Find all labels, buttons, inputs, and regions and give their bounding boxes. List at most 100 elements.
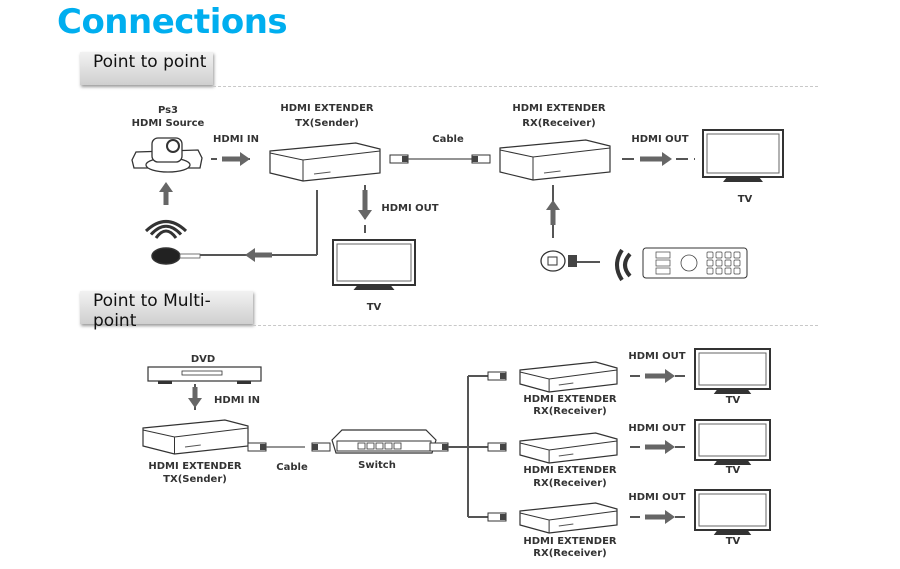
label-tv-tx: TV [367, 302, 382, 313]
tx-multi-plug [247, 442, 267, 452]
network-switch-icon [331, 429, 437, 454]
label-cable-multi: Cable [276, 462, 308, 473]
ir-blaster-head [151, 247, 181, 265]
plug-tip [472, 156, 478, 162]
tx-extender [269, 142, 381, 182]
extender-body [519, 361, 618, 393]
label-switch: Switch [358, 460, 396, 471]
remote-button [706, 259, 714, 267]
ir-receiver-plug [568, 255, 577, 267]
extender-edge [142, 427, 249, 454]
plug-tip [402, 156, 408, 162]
receiver-1-plug [487, 371, 507, 381]
remote-button [706, 251, 714, 259]
label-source: HDMI Source [132, 118, 205, 129]
label-rx1-hdmi-out: HDMI OUT [628, 351, 685, 362]
rx-extender-1 [519, 361, 618, 393]
remote-button [733, 251, 741, 259]
tx-extender-multi [142, 419, 249, 455]
dvd-foot [158, 381, 172, 384]
plug-tip [500, 514, 506, 520]
remote-button [715, 251, 723, 259]
section-divider [253, 325, 818, 326]
label-rx1-title: HDMI EXTENDER [523, 394, 617, 405]
arrow-head [665, 440, 675, 454]
remote-signal-icon [615, 248, 632, 282]
arrow-head [240, 152, 250, 166]
label-hdmi-out-tx: HDMI OUT [381, 203, 438, 214]
tv-receiver-1 [694, 348, 771, 394]
tv-stand [353, 285, 395, 290]
hdmi-in-arrow [222, 152, 250, 166]
tab-point-to-multipoint: Point to Multi-point [80, 291, 253, 331]
label-rx2-tv: TV [726, 465, 741, 476]
extender-logo [184, 444, 201, 448]
remote-button [715, 267, 723, 275]
rx-cable-plug [471, 154, 491, 164]
page-title: Connections [57, 2, 288, 42]
label-cable: Cable [432, 134, 464, 145]
arrow-head [159, 182, 173, 192]
tv-rx [702, 129, 784, 182]
switch-port [357, 442, 366, 450]
tx-cable-plug [389, 154, 409, 164]
label-tx-sub: TX(Sender) [295, 118, 359, 129]
label-rx3-sub: RX(Receiver) [533, 548, 606, 559]
switch-port [375, 442, 384, 450]
remote-button [733, 267, 741, 275]
dvd-player-icon [147, 366, 262, 384]
receiver-2-plug [487, 442, 507, 452]
dvd-tray [181, 370, 223, 376]
plug-tip [500, 373, 506, 379]
remote-dpad [680, 254, 698, 272]
plug-tip [260, 444, 266, 450]
signal-arc [144, 220, 188, 233]
camera-lens [166, 139, 180, 153]
label-tx-title-multi: HDMI EXTENDER [148, 461, 242, 472]
tv-stand [713, 460, 752, 465]
arrow-head [665, 369, 675, 383]
plug-tip [500, 444, 506, 450]
signal-arc [615, 248, 624, 282]
switch-in-plug [311, 442, 331, 452]
switch-port [366, 442, 375, 450]
label-tx-title: HDMI EXTENDER [280, 103, 374, 114]
remote-button [655, 259, 671, 267]
dvd-foot [237, 381, 251, 384]
remote-button [655, 267, 671, 275]
arrow-head [665, 510, 675, 524]
camera-source-icon [131, 137, 203, 173]
label-tx-sub-multi: TX(Sender) [163, 474, 227, 485]
receiver-3-hdmi-out-arrow [645, 510, 675, 524]
tv-screen [698, 423, 767, 457]
plug-tip [312, 444, 318, 450]
remote-button [733, 259, 741, 267]
section-divider [213, 86, 818, 87]
tv-receiver-2 [694, 419, 771, 465]
label-rx3-tv: TV [726, 536, 741, 547]
remote-button [724, 251, 732, 259]
switch-out-plug [429, 442, 449, 452]
tv-stand [713, 530, 752, 535]
signal-arc [154, 229, 178, 239]
extender-logo [558, 523, 574, 527]
arrow-head [188, 398, 202, 408]
extender-edge [519, 510, 618, 533]
extender-body [269, 142, 381, 182]
ir-to-source-arrow [159, 182, 173, 205]
tv-stand [713, 389, 752, 394]
rx-extender-3 [519, 502, 618, 534]
extender-edge [519, 369, 618, 392]
ir-receiver-arrow [546, 200, 560, 225]
label-dvd: DVD [191, 354, 215, 365]
label-rx2-title: HDMI EXTENDER [523, 465, 617, 476]
receiver-3-plug [487, 512, 507, 522]
signal-arc [149, 224, 183, 236]
arrow-head [358, 210, 372, 220]
signal-arc [623, 252, 632, 278]
label-rx3-title: HDMI EXTENDER [523, 536, 617, 547]
tab-point-to-point: Point to point [80, 52, 213, 85]
tv-screen [698, 493, 767, 527]
receiver-2-hdmi-out-arrow [645, 440, 675, 454]
